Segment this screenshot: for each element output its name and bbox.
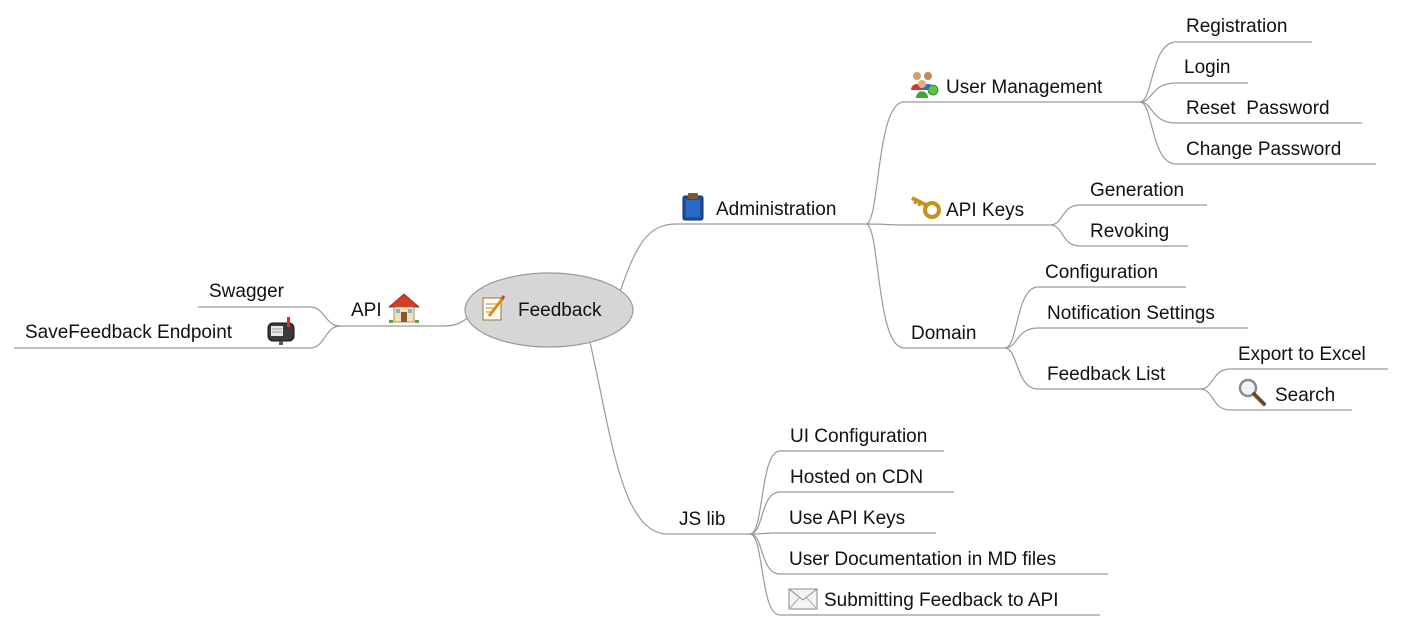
node-hosted-on-cdn[interactable]: Hosted on CDN: [790, 467, 923, 488]
link-um-registration: [1139, 41, 1312, 103]
submitting-feedback-label: Submitting Feedback to API: [824, 590, 1058, 611]
api-keys-label: API Keys: [946, 200, 1024, 221]
mailbox-icon: [267, 317, 295, 345]
link-root-jslib: [589, 341, 750, 535]
node-ui-configuration[interactable]: UI Configuration: [790, 426, 927, 447]
link-api-swagger: [198, 306, 341, 327]
user-management-label: User Management: [946, 77, 1103, 98]
administration-label: Administration: [716, 199, 836, 220]
link-admin-usermgmt: [865, 101, 1140, 225]
link-fl-search: [1199, 388, 1352, 411]
clipboard-icon: [682, 193, 704, 221]
node-revoking[interactable]: Revoking: [1090, 221, 1169, 242]
link-ak-revoking: [1049, 224, 1188, 247]
use-api-keys-label: Use API Keys: [789, 508, 905, 529]
link-um-reset: [1139, 101, 1362, 124]
node-notification-settings[interactable]: Notification Settings: [1047, 303, 1215, 324]
ui-configuration-label: UI Configuration: [790, 426, 927, 447]
link-js-submit: [749, 533, 1100, 616]
envelope-icon: [788, 588, 818, 610]
search-label: Search: [1275, 385, 1335, 406]
link-dm-notification: [1004, 327, 1248, 349]
link-root-api: [340, 315, 471, 327]
node-use-api-keys[interactable]: Use API Keys: [789, 508, 905, 529]
user-documentation-label: User Documentation in MD files: [789, 549, 1056, 570]
branch-api[interactable]: API: [351, 293, 421, 323]
key-icon: [911, 196, 941, 219]
node-export-to-excel[interactable]: Export to Excel: [1238, 344, 1366, 365]
link-js-usekeys: [749, 532, 936, 535]
node-configuration[interactable]: Configuration: [1045, 262, 1158, 283]
node-change-password[interactable]: Change Password: [1186, 139, 1341, 160]
notification-settings-label: Notification Settings: [1047, 303, 1215, 324]
magnifier-icon: [1238, 378, 1266, 406]
node-reset-password[interactable]: Reset Password: [1186, 98, 1330, 119]
node-login[interactable]: Login: [1184, 57, 1231, 78]
node-feedback-list[interactable]: Feedback List: [1047, 364, 1166, 385]
registration-label: Registration: [1186, 16, 1287, 37]
link-root-administration: [619, 223, 866, 293]
link-um-change: [1139, 101, 1376, 165]
link-admin-apikeys: [865, 223, 1050, 226]
link-dm-configuration: [1004, 286, 1186, 349]
export-to-excel-label: Export to Excel: [1238, 344, 1366, 365]
link-js-cdn: [749, 491, 954, 535]
api-label: API: [351, 300, 382, 321]
node-user-management[interactable]: User Management: [911, 72, 1103, 98]
link-js-docs: [749, 533, 1108, 575]
link-ak-generation: [1049, 204, 1207, 226]
node-domain[interactable]: Domain: [911, 323, 976, 344]
node-user-documentation[interactable]: User Documentation in MD files: [789, 549, 1056, 570]
feedback-list-label: Feedback List: [1047, 364, 1166, 385]
node-generation[interactable]: Generation: [1090, 180, 1184, 201]
branch-js-lib[interactable]: JS lib: [679, 509, 725, 530]
node-api-keys[interactable]: API Keys: [911, 196, 1024, 221]
hosted-on-cdn-label: Hosted on CDN: [790, 467, 923, 488]
memo-pencil-icon: [482, 295, 506, 321]
swagger-label: Swagger: [209, 281, 285, 302]
connectors: [14, 41, 1388, 616]
house-icon: [387, 293, 421, 323]
link-admin-domain: [865, 223, 1005, 349]
link-dm-feedbacklist: [1004, 347, 1200, 390]
revoking-label: Revoking: [1090, 221, 1169, 242]
generation-label: Generation: [1090, 180, 1184, 201]
domain-label: Domain: [911, 323, 976, 344]
link-api-savefeedback: [14, 325, 341, 349]
savefeedback-label: SaveFeedback Endpoint: [25, 322, 233, 343]
branch-administration[interactable]: Administration: [682, 193, 836, 221]
change-password-label: Change Password: [1186, 139, 1341, 160]
root-ellipse: [464, 272, 634, 348]
node-registration[interactable]: Registration: [1186, 16, 1287, 37]
reset-password-label: Reset Password: [1186, 98, 1330, 119]
node-submitting-feedback[interactable]: Submitting Feedback to API: [788, 588, 1058, 611]
node-savefeedback-endpoint[interactable]: SaveFeedback Endpoint: [25, 317, 295, 345]
node-search[interactable]: Search: [1238, 378, 1335, 406]
root-label: Feedback: [518, 300, 602, 321]
js-lib-label: JS lib: [679, 509, 725, 530]
root-node[interactable]: Feedback: [464, 272, 634, 348]
link-fl-export: [1199, 368, 1388, 390]
link-js-uiconfig: [749, 450, 944, 535]
node-swagger[interactable]: Swagger: [209, 281, 285, 302]
configuration-label: Configuration: [1045, 262, 1158, 283]
users-icon: [911, 72, 939, 98]
login-label: Login: [1184, 57, 1231, 78]
link-um-login: [1139, 82, 1248, 103]
